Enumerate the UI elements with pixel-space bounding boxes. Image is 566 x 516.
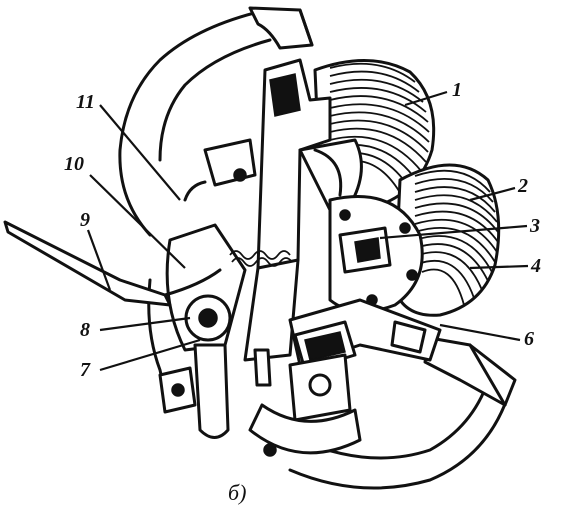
callout-8: 8: [80, 319, 90, 341]
armature-disk: [328, 195, 424, 313]
callout-7: 7: [80, 359, 91, 381]
callout-labels: 1 2 3 4 6 7 8 9 10 11: [64, 79, 541, 381]
callout-9: 9: [80, 209, 90, 231]
actuating-rod: [3, 220, 222, 307]
callout-4: 4: [530, 255, 541, 277]
leader-lines: [86, 90, 529, 372]
callout-2: 2: [517, 175, 528, 197]
figure-caption: б): [228, 480, 246, 505]
left-mechanism: [147, 138, 293, 439]
callout-3: 3: [529, 215, 540, 237]
callout-10: 10: [64, 153, 84, 175]
callout-1: 1: [452, 79, 462, 101]
base-flange: [248, 298, 442, 457]
lower-coil-winding: [393, 163, 501, 317]
pole-plate-section: [243, 58, 363, 362]
callout-11: 11: [76, 91, 95, 113]
housing-shell: [118, 6, 517, 490]
callout-6: 6: [524, 328, 534, 350]
